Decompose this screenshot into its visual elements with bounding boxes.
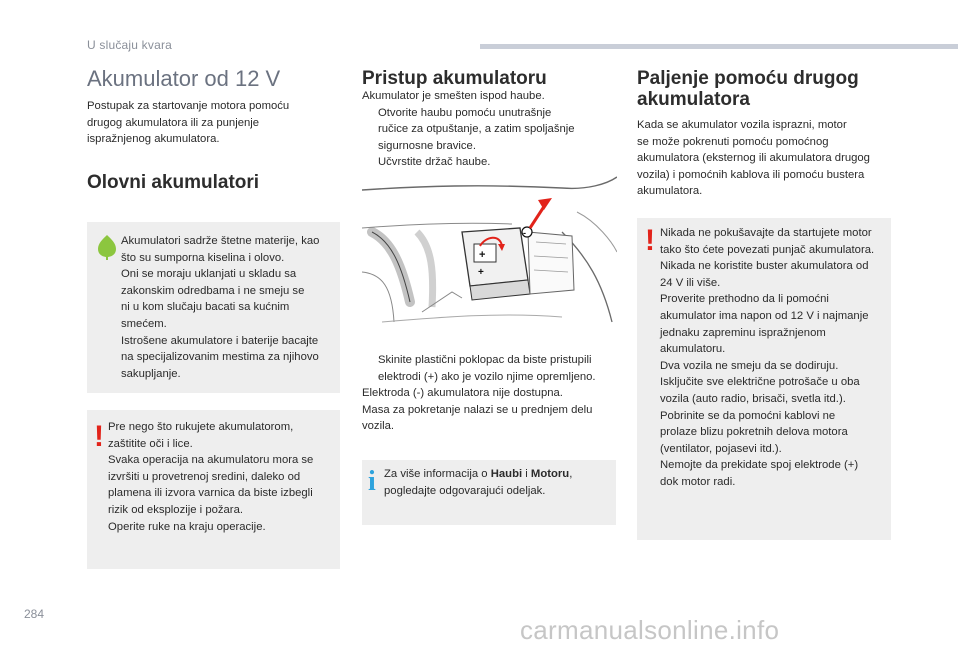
access-text: Akumulator je smešten ispod haube. Otvor… — [362, 88, 617, 171]
info-text: Za više informacija o Haubi i Motoru, po… — [384, 468, 573, 497]
section-title-access: Pristup akumulatoru — [362, 68, 547, 89]
access-note: Elektroda (-) akumulatora nije dostupna.… — [362, 387, 593, 433]
chapter-title: U slučaju kvara — [87, 38, 173, 52]
link-hauba: Haubi — [490, 468, 523, 480]
warning-box: ! Pre nego što rukujete akumulatorom, za… — [87, 410, 340, 569]
minus-mark: - — [523, 228, 526, 238]
warning-text: Pre nego što rukujete akumulatorom, zašt… — [108, 421, 314, 533]
info-box: i Za više informacija o Haubi i Motoru, … — [362, 460, 616, 525]
exclamation-icon: ! — [94, 420, 104, 453]
exclamation-icon: ! — [645, 224, 655, 257]
header-bar — [480, 44, 958, 49]
step-item: Učvrstite držač haube. — [378, 156, 491, 169]
link-motor: Motoru — [530, 468, 570, 480]
plus-mark: + — [478, 267, 484, 278]
jumpstart-warning-box: ! Nikada ne pokušavajte da startujete mo… — [637, 218, 891, 540]
environment-note-box: Akumulatori sadrže štetne materije, kao … — [87, 222, 340, 393]
step-item: Skinite plastični poklopac da biste pris… — [378, 354, 596, 383]
access-steps: Otvorite haubu pomoću unutrašnje ručice … — [362, 105, 617, 171]
access-intro: Akumulator je smešten ispod haube. — [362, 90, 545, 102]
info-icon: i — [368, 466, 376, 497]
section-title: Akumulator od 12 V — [87, 66, 281, 91]
plus-mark: + — [479, 249, 485, 261]
page-number: 284 — [24, 607, 45, 621]
section-intro: Postupak za startovanje motora pomoću dr… — [87, 100, 290, 146]
step-item: Otvorite haubu pomoću unutrašnje ručice … — [378, 106, 575, 152]
leaf-icon — [98, 235, 116, 260]
jumpstart-warning-text: Nikada ne pokušavajte da startujete moto… — [660, 227, 875, 488]
watermark: carmanualsonline.info — [520, 615, 780, 645]
section-title-jumpstart: Paljenje pomoću drugog akumulatora — [637, 68, 859, 110]
environment-note-text: Akumulatori sadrže štetne materije, kao … — [121, 235, 320, 380]
access-steps-after: Skinite plastični poklopac da biste pris… — [362, 352, 617, 385]
subsection-title: Olovni akumulatori — [87, 172, 260, 193]
jumpstart-intro: Kada se akumulator vozila isprazni, moto… — [637, 119, 870, 198]
access-text-after: Skinite plastični poklopac da biste pris… — [362, 352, 617, 435]
battery-illustration: + + - — [362, 172, 617, 335]
